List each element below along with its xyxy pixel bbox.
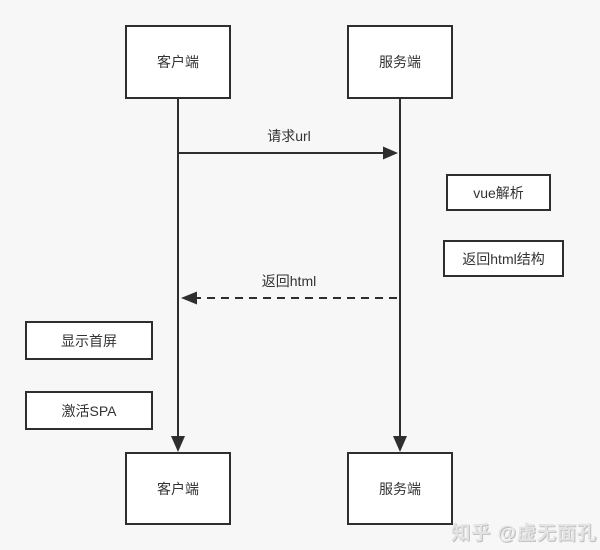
- server-lifeline-arrowhead-icon: [393, 436, 407, 452]
- message-return-html: 返回html: [261, 273, 317, 289]
- node-activate-spa: 激活SPA: [25, 391, 153, 430]
- node-top-client-label: 客户端: [157, 54, 199, 70]
- node-return-html-struct: 返回html结构: [443, 240, 564, 277]
- node-bottom-server: 服务端: [347, 452, 453, 525]
- message-request-url: 请求url: [267, 128, 311, 144]
- node-top-client: 客户端: [125, 25, 231, 99]
- node-vue-parse: vue解析: [446, 174, 551, 211]
- node-bottom-client-label: 客户端: [157, 480, 199, 497]
- node-return-html-struct-label: 返回html结构: [462, 250, 545, 267]
- request-url-arrowhead-icon: [383, 146, 398, 160]
- node-vue-parse-label: vue解析: [473, 184, 524, 201]
- node-show-first-screen: 显示首屏: [25, 321, 153, 360]
- zhihu-watermark: 知乎 @虚无面孔: [451, 523, 597, 544]
- return-html-arrowhead-icon: [181, 291, 197, 305]
- node-activate-spa-label: 激活SPA: [61, 402, 117, 419]
- node-top-server-label: 服务端: [379, 54, 421, 70]
- node-bottom-server-label: 服务端: [379, 480, 421, 497]
- client-lifeline-arrowhead-icon: [171, 436, 185, 452]
- node-show-first-screen-label: 显示首屏: [61, 332, 117, 349]
- node-top-server: 服务端: [347, 25, 453, 99]
- node-bottom-client: 客户端: [125, 452, 231, 525]
